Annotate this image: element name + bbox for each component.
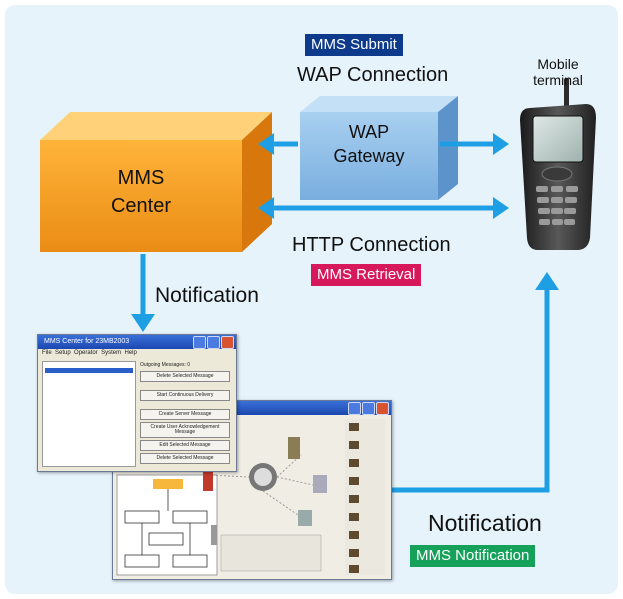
wap-gateway-box	[300, 96, 458, 200]
wap-connection-label: WAP Connection	[297, 64, 449, 86]
btn-delete-selected: Delete Selected Message	[140, 453, 230, 464]
control-panel: Outgoing Messages: 0 Delete Selected Mes…	[140, 363, 230, 466]
mobile-phone-icon	[520, 78, 596, 250]
menu-help: Help	[124, 350, 137, 356]
wap-gateway-label: WAP Gateway	[300, 120, 438, 168]
btn-start-delivery: Start Continuous Delivery	[140, 390, 230, 401]
window-menu-bar: File Setup Operator System Help	[38, 349, 236, 358]
wap-gateway-line-2: Gateway	[333, 146, 405, 166]
mms-notification-badge: MMS Notification	[410, 545, 536, 567]
btn-delete: Delete Selected Message	[140, 371, 230, 382]
http-connection-label: HTTP Connection	[292, 234, 451, 256]
btn-create-server: Create Server Message	[140, 409, 230, 420]
arrowheads	[131, 133, 559, 332]
mms-center-line-1: MMS	[117, 167, 165, 189]
counter-value: 0	[187, 362, 191, 368]
mobile-terminal-line-1: Mobile	[537, 56, 579, 72]
mobile-terminal-line-2: terminal	[533, 72, 583, 88]
btn-create-ack: Create User Acknowledgement Message	[140, 422, 230, 438]
menu-setup: Setup	[55, 350, 71, 356]
mms-center-line-2: Center	[110, 195, 172, 217]
arrows	[140, 141, 550, 493]
notification-left-label: Notification	[155, 284, 259, 307]
mobile-terminal-label: Mobile terminal	[518, 56, 598, 88]
mms-submit-badge: MMS Submit	[305, 34, 403, 56]
counter-label: Outgoing Messages	[140, 362, 185, 368]
notification-right-label: Notification	[428, 510, 542, 536]
menu-file: File	[42, 350, 52, 356]
mms-retrieval-badge: MMS Retrieval	[311, 264, 422, 286]
arrow-notification-up	[380, 287, 550, 493]
wap-gateway-line-1: WAP	[348, 122, 390, 142]
menu-operator: Operator	[74, 350, 98, 356]
mms-center-screenshot-window: MMS Center for 23MB2003 File Setup Opera…	[37, 334, 237, 472]
menu-system: System	[101, 350, 122, 356]
btn-edit: Edit Selected Message	[140, 440, 230, 451]
message-list	[42, 361, 136, 467]
mms-center-label: MMS Center	[40, 164, 242, 220]
window-title: MMS Center for 23MB2003	[44, 338, 130, 345]
